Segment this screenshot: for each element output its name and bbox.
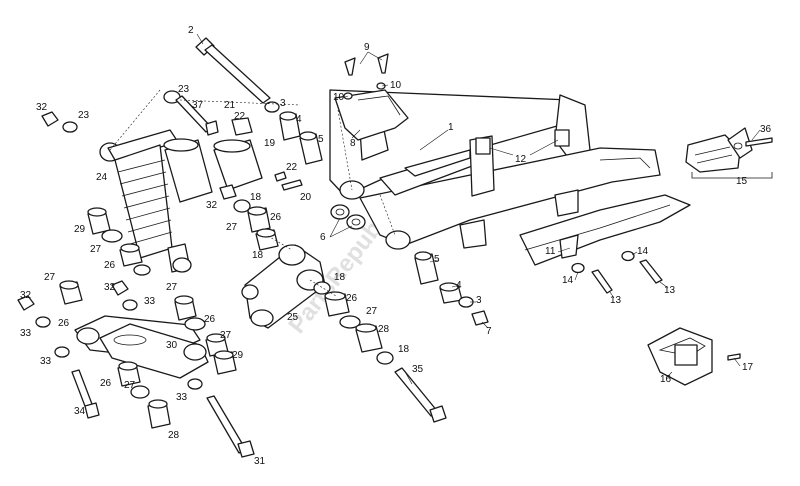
rocker-bush-stack-part[interactable] bbox=[313, 281, 394, 365]
callout-10: 10 bbox=[333, 92, 345, 103]
callout-18: 18 bbox=[252, 250, 264, 261]
callout-26: 26 bbox=[204, 314, 216, 325]
callout-28: 28 bbox=[378, 324, 390, 335]
callout-30: 30 bbox=[166, 340, 178, 351]
callout-27: 27 bbox=[166, 282, 178, 293]
callout-16: 16 bbox=[660, 374, 672, 385]
callout-17: 17 bbox=[742, 362, 754, 373]
callout-32: 32 bbox=[104, 282, 116, 293]
callout-13: 13 bbox=[664, 285, 676, 296]
upper-linkage-hardware-part[interactable] bbox=[264, 101, 323, 165]
clamp-part[interactable] bbox=[475, 129, 570, 155]
callout-27: 27 bbox=[220, 330, 232, 341]
lower-bolts-part[interactable] bbox=[71, 369, 255, 458]
callout-28: 28 bbox=[168, 430, 180, 441]
callout-8: 8 bbox=[350, 138, 356, 149]
callout-25: 25 bbox=[287, 312, 299, 323]
callout-13: 13 bbox=[610, 295, 622, 306]
callout-7: 7 bbox=[486, 326, 492, 337]
callout-31: 31 bbox=[254, 456, 266, 467]
middle-linkage-hardware-part[interactable] bbox=[219, 184, 279, 251]
callout-20: 20 bbox=[300, 192, 312, 203]
callout-11: 11 bbox=[545, 246, 556, 257]
callout-4: 4 bbox=[456, 280, 462, 291]
chain-guard-part[interactable] bbox=[519, 194, 691, 266]
callout-34: 34 bbox=[74, 406, 86, 417]
rocker-link-part[interactable] bbox=[241, 244, 326, 329]
callout-10: 10 bbox=[390, 80, 402, 91]
callout-21: 21 bbox=[224, 100, 236, 111]
callout-32: 32 bbox=[206, 200, 218, 211]
callout-26: 26 bbox=[58, 318, 70, 329]
callout-5: 5 bbox=[434, 254, 440, 265]
callout-4: 4 bbox=[296, 114, 302, 125]
callout-1: 1 bbox=[448, 122, 454, 133]
shock-absorber-part[interactable] bbox=[99, 129, 192, 273]
callout-labels: 2 9 10 10 8 1 12 36 15 32 23 23 37 21 22… bbox=[20, 25, 772, 467]
callout-2: 2 bbox=[188, 25, 194, 36]
callout-14: 14 bbox=[562, 275, 574, 286]
callout-12: 12 bbox=[515, 154, 527, 165]
chain-guard-fasteners-part[interactable] bbox=[571, 250, 663, 294]
chain-slider-part[interactable] bbox=[685, 127, 773, 179]
callout-18: 18 bbox=[334, 272, 346, 283]
callout-29: 29 bbox=[232, 350, 244, 361]
callout-33: 33 bbox=[20, 328, 32, 339]
callout-3: 3 bbox=[476, 295, 482, 306]
callout-23: 23 bbox=[78, 110, 90, 121]
chain-slider-bracket-part[interactable] bbox=[334, 53, 409, 141]
long-bolt-part[interactable] bbox=[195, 37, 271, 104]
callout-26: 26 bbox=[104, 260, 116, 271]
leader-lines bbox=[196, 33, 761, 385]
callout-32: 32 bbox=[20, 290, 32, 301]
callout-6: 6 bbox=[320, 232, 326, 243]
callout-19: 19 bbox=[264, 138, 276, 149]
callout-24: 24 bbox=[96, 172, 108, 183]
callout-23: 23 bbox=[178, 84, 190, 95]
reservoir-clamp-part[interactable] bbox=[213, 117, 263, 191]
swingarm-bush-part[interactable] bbox=[330, 204, 366, 230]
callout-15: 15 bbox=[736, 176, 748, 187]
callout-27: 27 bbox=[44, 272, 56, 283]
reservoir-screw-part[interactable] bbox=[274, 171, 303, 191]
connecting-rod-part[interactable] bbox=[74, 315, 209, 379]
callout-33: 33 bbox=[40, 356, 52, 367]
callout-27: 27 bbox=[90, 244, 102, 255]
callout-18: 18 bbox=[250, 192, 262, 203]
callout-27: 27 bbox=[226, 222, 238, 233]
chain-tensioner-part[interactable] bbox=[647, 327, 741, 386]
callout-33: 33 bbox=[144, 296, 156, 307]
callout-18: 18 bbox=[398, 344, 410, 355]
callout-27: 27 bbox=[366, 306, 378, 317]
callout-35: 35 bbox=[412, 364, 424, 375]
callout-14: 14 bbox=[637, 246, 649, 257]
callout-26: 26 bbox=[346, 293, 358, 304]
callout-9: 9 bbox=[364, 42, 370, 53]
callout-26: 26 bbox=[270, 212, 282, 223]
callout-33: 33 bbox=[176, 392, 188, 403]
shock-reservoir-part[interactable] bbox=[163, 138, 213, 203]
callout-5: 5 bbox=[318, 134, 324, 145]
callout-32: 32 bbox=[36, 102, 48, 113]
callout-27: 27 bbox=[124, 380, 136, 391]
callout-36: 36 bbox=[760, 124, 772, 135]
callout-29: 29 bbox=[74, 224, 86, 235]
shock-mount-bolt-part[interactable] bbox=[41, 90, 219, 136]
rocker-bolt-part[interactable] bbox=[394, 367, 447, 423]
callout-26: 26 bbox=[100, 378, 112, 389]
callout-22: 22 bbox=[286, 162, 298, 173]
swingarm-linkage-hardware-part[interactable] bbox=[414, 251, 489, 326]
callout-37: 37 bbox=[192, 100, 204, 111]
left-linkage-hardware-part[interactable] bbox=[17, 207, 237, 429]
assembly-guide-lines bbox=[109, 89, 396, 297]
callout-3: 3 bbox=[280, 98, 286, 109]
callout-22: 22 bbox=[234, 111, 246, 122]
